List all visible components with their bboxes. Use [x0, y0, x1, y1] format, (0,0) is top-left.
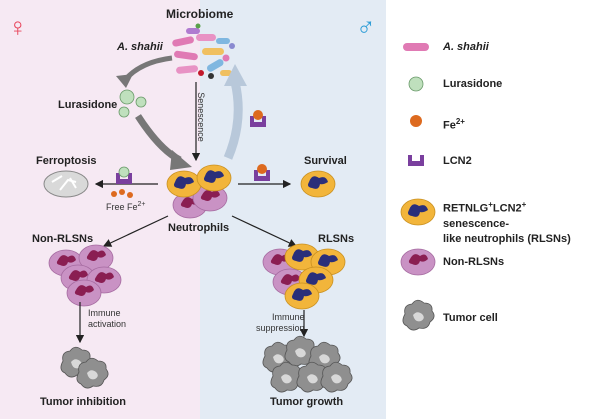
- lurasidone-molecules: [118, 89, 147, 118]
- legend-rlsn-senescence: senescence-: [443, 217, 510, 230]
- legend-rlsn-sup1: +: [488, 200, 493, 209]
- legend-rlsn-retnlg: RETNLG: [443, 202, 489, 215]
- immune-activation-label: Immune activation: [88, 308, 126, 330]
- microbiome-cluster: [172, 23, 235, 79]
- microbiome-label: Microbiome: [166, 7, 234, 21]
- immune-suppression-line1: Immune: [272, 312, 305, 322]
- rlsns-label: RLSNs: [318, 233, 355, 245]
- survival-label: Survival: [304, 155, 347, 167]
- ferroptosis-label: Ferroptosis: [36, 155, 97, 167]
- legend-tumor-cell: Tumor cell: [443, 312, 498, 324]
- legend-rlsn: RETNLG+LCN2+ senescence- like neutrophil…: [443, 197, 595, 247]
- neutrophils-to-microbiome-arrow: [223, 80, 243, 160]
- immune-activation-line1: Immune: [88, 308, 121, 318]
- fe-icon: [253, 110, 263, 120]
- legend-fe-text: Fe: [443, 119, 456, 132]
- central-neutrophils: [167, 165, 231, 218]
- tumor-growth-label: Tumor growth: [270, 396, 344, 408]
- lurasidone-icon: [118, 166, 130, 178]
- non-rlsn-cluster: [49, 245, 121, 306]
- legend-fe: Fe2+: [443, 114, 465, 134]
- legend-icons: [401, 43, 435, 331]
- non-rlsns-label: Non-RLSNs: [32, 233, 94, 245]
- fe-icon: [257, 164, 267, 174]
- to-rlsn-arrow: [231, 215, 298, 247]
- immune-activation-line2: activation: [88, 319, 127, 329]
- legend-lcn2: LCN2: [443, 155, 472, 167]
- legend-non-rlsn: Non-RLSNs: [443, 256, 505, 268]
- to-non-rlsn-arrow: [102, 215, 169, 247]
- tumor-inhibition-label: Tumor inhibition: [40, 396, 126, 408]
- legend-rlsn-line2: like neutrophils (RLSNs): [443, 232, 571, 245]
- legend-rlsn-sup2: +: [521, 200, 527, 209]
- immune-suppression-label: Immune suppression: [256, 312, 305, 334]
- legend-fe-charge: 2+: [455, 117, 465, 126]
- free-fe-text: Free Fe: [106, 202, 138, 212]
- male-symbol: ♂: [356, 12, 376, 42]
- legend-lurasidone: Lurasidone: [443, 78, 503, 90]
- lurasidone-label: Lurasidone: [58, 99, 118, 111]
- female-symbol: ♀: [8, 12, 28, 42]
- immune-suppression-line2: suppression: [256, 323, 305, 333]
- legend-rlsn-line1: RETNLG+LCN2+ senescence-: [443, 197, 595, 232]
- tumor-growth-cells: [262, 335, 353, 393]
- survival-rlsn: [301, 171, 335, 197]
- a-shahii-label: A. shahii: [117, 41, 163, 53]
- female-panel-background: [0, 0, 200, 419]
- rlsn-cluster: [263, 244, 345, 309]
- free-fe-charge: 2+: [137, 201, 146, 208]
- senescence-label: Senescence: [195, 92, 206, 142]
- legend-rlsn-lcn2: LCN2: [492, 202, 522, 215]
- ferroptosis-cell: [43, 170, 89, 198]
- free-fe-label: Free Fe2+: [106, 201, 146, 212]
- legend-a-shahii: A. shahii: [443, 41, 489, 53]
- tumor-inhibition-cells: [60, 346, 109, 389]
- neutrophils-label: Neutrophils: [168, 222, 230, 234]
- microbiome-to-lurasidone-arrow: [123, 55, 173, 82]
